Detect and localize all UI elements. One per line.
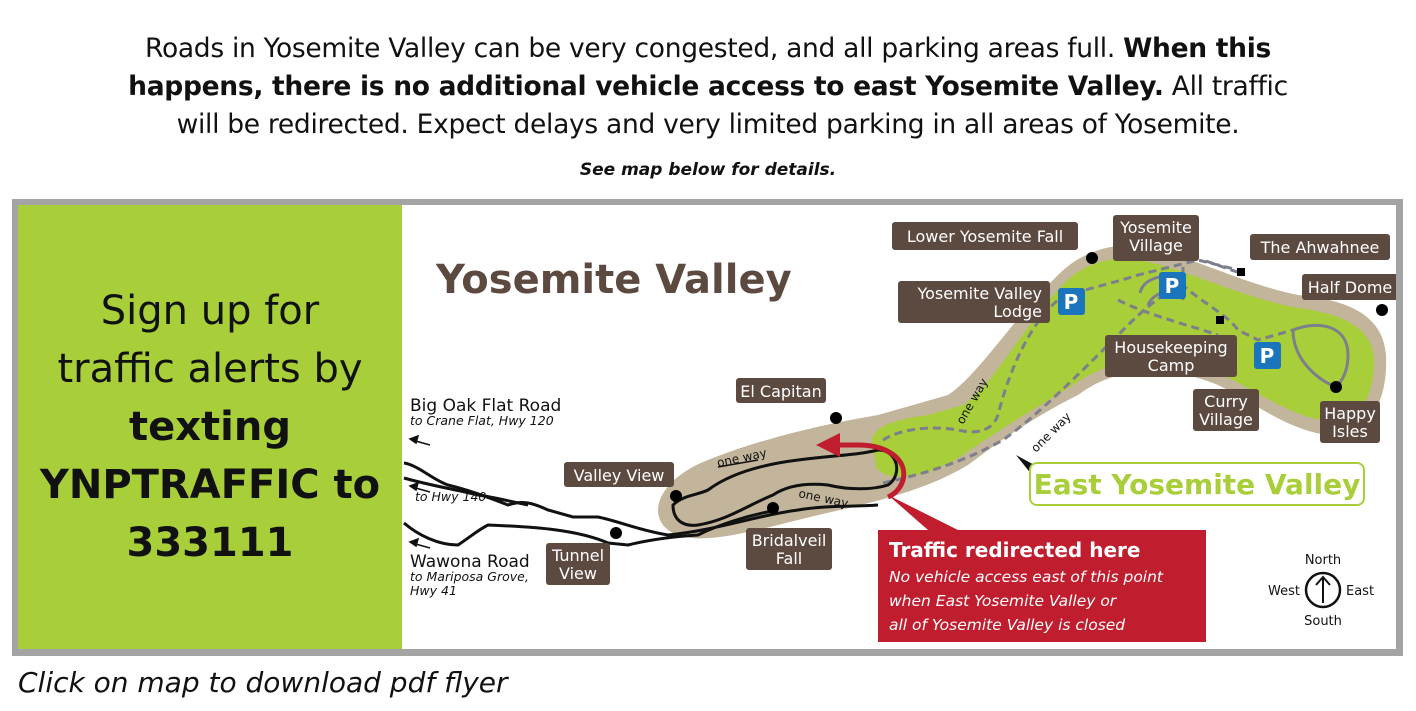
intro-bold-text: happens, there is no additional vehicle … — [128, 71, 1164, 102]
intro-text: Roads in Yosemite Valley can be very con… — [145, 33, 1124, 64]
parking-icon: P — [1254, 342, 1281, 369]
signup-text: Sign up for — [100, 288, 320, 334]
compass-north: North — [1305, 553, 1341, 568]
label-text: Curry — [1204, 392, 1248, 411]
label-text: Happy — [1324, 404, 1376, 423]
svg-text:East Yosemite Valley: East Yosemite Valley — [1034, 468, 1361, 501]
label-el-capitan[interactable]: El Capitan — [736, 378, 826, 403]
label-text: El Capitan — [740, 382, 821, 401]
signup-number: 333111 — [126, 520, 294, 566]
compass-rose: North South West East — [1268, 553, 1374, 629]
label-text: Fall — [776, 549, 802, 568]
label-lower-yosemite-fall[interactable]: Lower Yosemite Fall — [892, 222, 1078, 250]
east-yosemite-valley-label: East Yosemite Valley — [1029, 462, 1365, 506]
redirect-pointer — [888, 495, 958, 530]
map-flyer-link[interactable]: Sign up for traffic alerts by texting YN… — [12, 199, 1403, 656]
see-map-note: See map below for details. — [579, 160, 837, 180]
map-points — [610, 252, 1388, 539]
wawona-sub-label: Hwy 41 — [410, 583, 457, 598]
svg-text:P: P — [1260, 344, 1275, 368]
label-text: Valley View — [574, 466, 665, 485]
label-text: Isles — [1332, 422, 1368, 441]
parking-icon: P — [1159, 272, 1186, 299]
svg-text:when East Yosemite Valley or: when East Yosemite Valley or — [889, 592, 1118, 610]
map-flyer[interactable]: Sign up for traffic alerts by texting YN… — [18, 205, 1396, 649]
label-text: Village — [1199, 410, 1253, 429]
parking-icon: P — [1058, 288, 1085, 315]
label-happy-isles[interactable]: Happy Isles — [1320, 401, 1380, 443]
redirect-arrow — [833, 442, 907, 500]
east-valley-area — [872, 258, 1374, 477]
label-text: Lodge — [993, 302, 1042, 321]
svg-text:P: P — [1165, 274, 1180, 298]
label-the-ahwahnee[interactable]: The Ahwahnee — [1250, 234, 1390, 260]
signup-keyword: YNPTRAFFIC to — [39, 462, 381, 508]
svg-text:No vehicle access east of this: No vehicle access east of this point — [889, 568, 1164, 586]
label-half-dome[interactable]: Half Dome — [1302, 274, 1396, 300]
compass-south: South — [1304, 614, 1342, 629]
signup-text: texting — [129, 404, 291, 450]
label-text: Village — [1129, 236, 1183, 255]
redirect-arrowhead — [816, 433, 840, 457]
label-text: Lower Yosemite Fall — [907, 227, 1063, 246]
svg-text:P: P — [1064, 290, 1079, 314]
signup-panel: Sign up for traffic alerts by texting YN… — [18, 205, 402, 649]
intro-text: All traffic — [1163, 71, 1288, 102]
label-text: Housekeeping — [1114, 338, 1227, 357]
svg-text:Traffic redirected here: Traffic redirected here — [889, 538, 1140, 562]
label-tunnel-view[interactable]: Tunnel View — [546, 543, 610, 585]
big-oak-flat-sub-label: to Crane Flat, Hwy 120 — [410, 413, 554, 428]
label-text: Tunnel — [551, 546, 604, 565]
label-text: Half Dome — [1308, 278, 1393, 297]
label-housekeeping-camp[interactable]: Housekeeping Camp — [1105, 335, 1237, 377]
label-yosemite-village[interactable]: Yosemite Village — [1113, 215, 1199, 261]
label-text: Yosemite — [1119, 218, 1192, 237]
compass-east: East — [1346, 584, 1374, 599]
label-bridalveil-fall[interactable]: Bridalveil Fall — [746, 528, 832, 570]
map-title: Yosemite Valley — [435, 257, 792, 303]
road-arrows — [408, 434, 759, 549]
label-text: Yosemite Valley — [916, 284, 1042, 303]
label-valley-view[interactable]: Valley View — [564, 462, 674, 487]
download-flyer-caption[interactable]: Click on map to download pdf flyer — [18, 666, 508, 699]
label-text: View — [559, 564, 597, 583]
compass-west: West — [1268, 584, 1300, 599]
big-oak-flat-road-label: Big Oak Flat Road — [410, 396, 561, 416]
intro-text: will be redirected. Expect delays and ve… — [176, 109, 1240, 140]
label-text: The Ahwahnee — [1260, 238, 1380, 257]
label-text: Camp — [1148, 356, 1195, 375]
label-text: Bridalveil — [752, 531, 827, 550]
roads — [403, 448, 899, 547]
yosemite-valley-map[interactable]: one way one way one way one way Yosemite… — [402, 205, 1396, 649]
hwy140-label: to Hwy 140 — [415, 489, 486, 504]
intro-paragraph: Roads in Yosemite Valley can be very con… — [0, 30, 1416, 144]
traffic-redirect-box: Traffic redirected here No vehicle acces… — [878, 530, 1206, 642]
intro-bold-text: When this — [1123, 33, 1271, 64]
wawona-road-label: Wawona Road — [410, 552, 530, 572]
signup-text: traffic alerts by — [57, 346, 363, 392]
label-curry-village[interactable]: Curry Village — [1193, 389, 1259, 431]
label-yosemite-valley-lodge[interactable]: Yosemite Valley Lodge — [898, 281, 1050, 323]
wawona-sub-label: to Mariposa Grove, — [410, 569, 529, 584]
svg-text:all of Yosemite Valley is clos: all of Yosemite Valley is closed — [889, 616, 1125, 634]
